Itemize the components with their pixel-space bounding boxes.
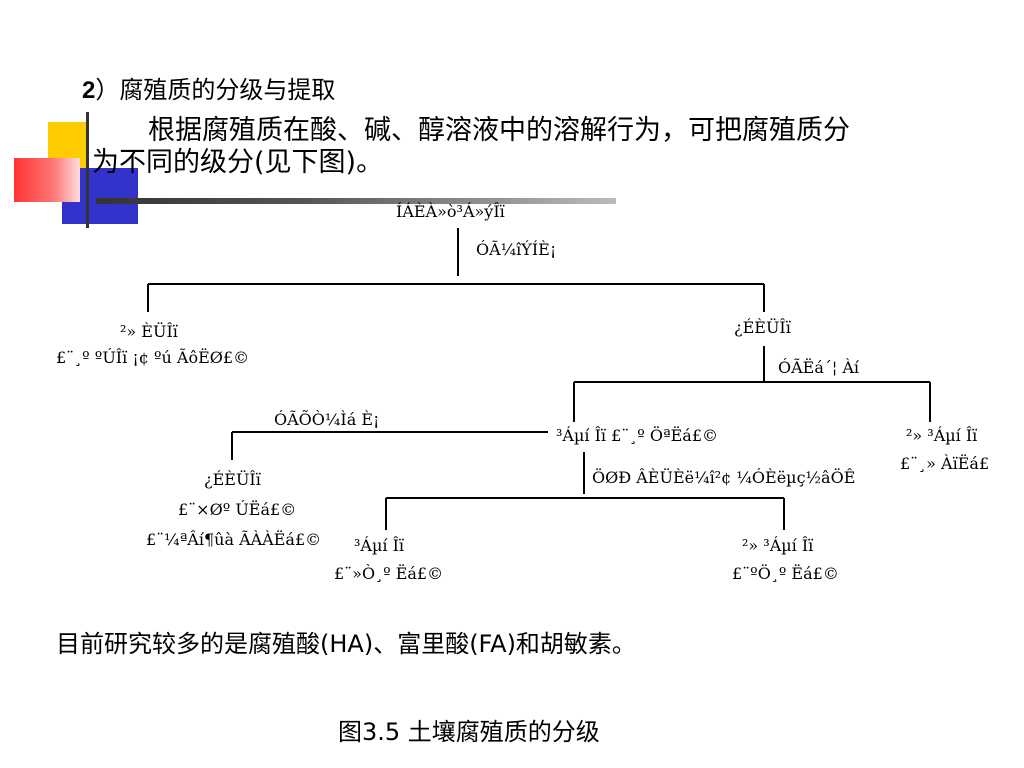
decor-horizontal-bar [96, 198, 616, 204]
paragraph-line-1: 根据腐殖质在酸、碱、醇溶液中的溶解行为，可把腐殖质分 [148, 115, 850, 146]
diagram-far-right-node: ²» ³Áµí Îï [906, 426, 978, 445]
heading-paren: ） [95, 76, 120, 104]
diagram-bottom-right-node: ²» ³Áµí Îï [742, 536, 814, 555]
paragraph-line-2: 为不同的级分(见下图)。 [92, 147, 384, 178]
figure-caption: 图3.5 土壤腐殖质的分级 [338, 718, 600, 746]
diagram-left-sub: £¨¸º ºÚÎï ¡¢ ºú ÃôËØ£© [56, 348, 250, 367]
slide-heading: 2）腐殖质的分级与提取 [82, 70, 335, 105]
diagram-edge-alkali-extract: ÓÃ¼îÝÍÈ¡ [476, 240, 557, 259]
diagram-bottom-right-sub: £¨ºÖ¸º Ëá£© [732, 564, 839, 583]
diagram-lower-left-node: ¿ÉÈÜÎï [204, 470, 261, 489]
diagram-bottom-left-sub: £¨»Ò¸º Ëá£© [334, 564, 444, 583]
diagram-mid-edge-label: ÓÃÕÒ¼Ìá È¡ [274, 410, 380, 429]
diagram-root: ÍÁÈÀ»ò³Á»ýÎï [396, 202, 505, 221]
diagram-right-node: ¿ÉÈÜÎï [734, 318, 791, 337]
diagram-lower-left-sub1: £¨×Øº ÚËá£© [178, 500, 297, 519]
summary-text: 目前研究较多的是腐殖酸(HA)、富里酸(FA)和胡敏素。 [56, 630, 636, 658]
decor-red-square [14, 158, 80, 202]
heading-text: 腐殖质的分级与提取 [119, 76, 336, 104]
heading-number: 2 [82, 77, 96, 104]
decor-vertical-bar [86, 112, 89, 228]
diagram-bottom-left-node: ³Áµí Îï [354, 536, 405, 555]
diagram-edge-acid-treat: ÓÃËá´¦ Àí [778, 358, 860, 377]
diagram-mid-node: ³Áµí Îï £¨¸º ÖªËá£© [556, 426, 718, 445]
diagram-left-node: ²» ÈÜÎï [120, 322, 178, 341]
diagram-far-right-sub: £¨¸» ÀïËá£ [900, 454, 990, 473]
diagram-mid-edge2-label: ÖØÐ ÂÈÜÈë¼î²¢ ¼ÓÈëµç½âÖÊ [592, 468, 856, 487]
diagram-lower-left-sub2: £¨¼ªÂí¶ûà ÃÀÀËá£© [146, 530, 322, 549]
